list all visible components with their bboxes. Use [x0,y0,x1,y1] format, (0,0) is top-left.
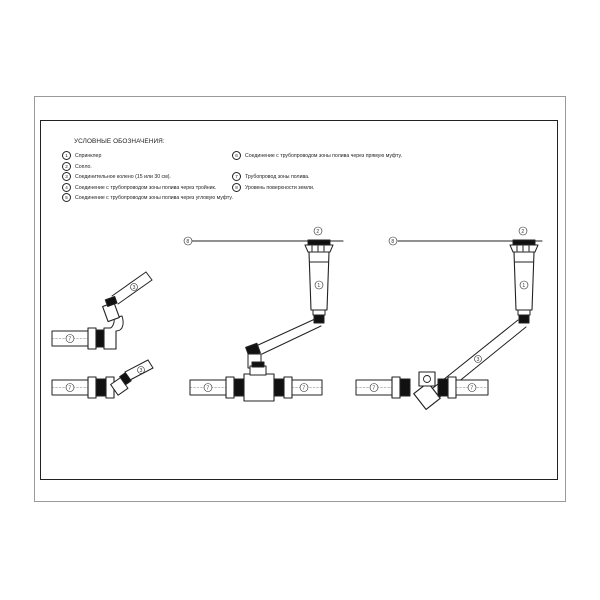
legend-item-text: Уровень поверхности земли. [245,184,315,191]
sprinkler-inlet [517,309,531,316]
legend-item-text: Трубопровод зоны полива. [245,173,310,180]
swing-pipe-edge [261,325,322,355]
callout-7-label: 7 [372,385,375,391]
legend-item-text: Спринклер [75,152,102,159]
callout-7-marker [299,383,309,392]
callout-3-label: 3 [477,357,480,363]
sprinkler-inlet [312,309,326,316]
legend-title: УСЛОВНЫЕ ОБОЗНАЧЕНИЯ: [74,138,165,145]
pipe-coupling-nut [437,378,449,397]
pipe-coupling-nut [273,378,285,397]
legend-number-badge: 1 [62,151,71,160]
drawing-sheet [34,96,566,502]
pipe-coupling-nut [95,378,107,397]
callout-7-label: 7 [470,385,473,391]
callout-3-label: 3 [133,285,136,291]
swing-pipe-end [147,359,154,369]
pipe-coupling-nut [399,378,411,397]
swing-pipe-edge [111,271,147,297]
callout-3-marker [474,355,482,363]
legend-number-badge: 2 [62,162,71,171]
legend-number-badge: 8 [232,183,241,192]
legend-item-6: 6 Соединение с трубопроводом зоны полива… [232,151,402,160]
legend-number-badge: 7 [232,172,241,181]
callout-2-label: 2 [521,229,524,235]
callout-1-label: 1 [522,283,525,289]
callout-8-marker [388,236,398,246]
callout-3-label: 3 [140,368,143,374]
swing-pipe-edge [129,367,154,381]
callout-1-marker [314,280,324,290]
detail-angle-coupling-connection: 8 2 1 3 7 7 [355,226,543,411]
callout-3-marker [130,283,138,291]
callout-7-label: 7 [302,385,305,391]
pipe-coupling [283,376,293,399]
legend-item-3: 3 Соединительное колено (15 или 30 см). [62,172,171,181]
callout-7-label: 7 [206,385,209,391]
legend-item-text: Соединение с трубопроводом зоны полива ч… [75,184,217,191]
tee-riser-nut [251,361,265,368]
angle-coupling-port [423,375,431,383]
tee-body [243,373,275,402]
detail-swing-joint-lower: 7 3 [51,359,154,399]
sprinkler-cap [512,239,536,246]
callout-2-marker [518,226,528,236]
sprinkler-top [509,244,539,253]
callout-3-marker [137,366,145,374]
pipe-coupling-nut [95,329,105,348]
callout-7-marker [203,383,213,392]
callout-7-marker [65,334,75,343]
elbow-body [103,327,117,350]
callout-2-marker [313,226,323,236]
legend-item-8: 8 Уровень поверхности земли. [232,183,314,192]
callout-7-label: 7 [68,336,71,342]
callout-8-label: 8 [391,239,394,245]
angled-fitting-nut [119,372,132,386]
drawing-frame [40,120,558,480]
detail-swing-joint-upper: 7 3 [51,271,153,350]
callout-8-label: 8 [186,239,189,245]
swing-pipe-end [145,271,153,281]
pipe-coupling [87,376,97,399]
legend-item-7: 7 Трубопровод зоны полива. [232,172,310,181]
sprinkler-top [304,244,334,253]
legend-number-badge: 5 [62,193,71,202]
legend-item-text: Соединение с трубопроводом зоны полива ч… [245,152,402,159]
sprinkler-cap [307,239,331,246]
pipe-coupling [447,376,457,399]
legend-item-5: 5 Соединение с трубопроводом зоны полива… [62,193,233,202]
callout-2-label: 2 [316,229,319,235]
swing-pipe-edge [117,279,153,305]
legend-item-text: Соединительное колено (15 или 30 см). [75,173,171,180]
detail-tee-connection: 8 2 1 7 7 [183,226,344,402]
legend-number-badge: 6 [232,151,241,160]
legend-item-2: 2 Сопло. [62,162,92,171]
callout-7-marker [467,383,477,392]
callout-8-marker [183,236,193,246]
swing-pipe-edge [124,359,149,373]
angle-coupling [413,381,441,411]
pipe-coupling-nut [233,378,245,397]
legend-item-text: Соединение с трубопроводом зоны полива ч… [75,194,233,201]
callout-7-label: 7 [68,385,71,391]
legend-number-badge: 4 [62,183,71,192]
elbow-nut-dark [104,295,118,307]
pipe-coupling [87,327,97,350]
callout-7-marker [65,383,75,392]
pipe-coupling [225,376,235,399]
callout-7-marker [369,383,379,392]
callout-1-marker [519,280,529,290]
legend-item-4: 4 Соединение с трубопроводом зоны полива… [62,183,216,192]
pipe-coupling [391,376,401,399]
legend-number-badge: 3 [62,172,71,181]
legend-item-text: Сопло. [75,163,92,170]
legend-item-1: 1 Спринклер [62,151,101,160]
swing-pipe-edge [255,318,316,347]
callout-1-label: 1 [317,283,320,289]
sprinkler-elbow [518,314,530,324]
